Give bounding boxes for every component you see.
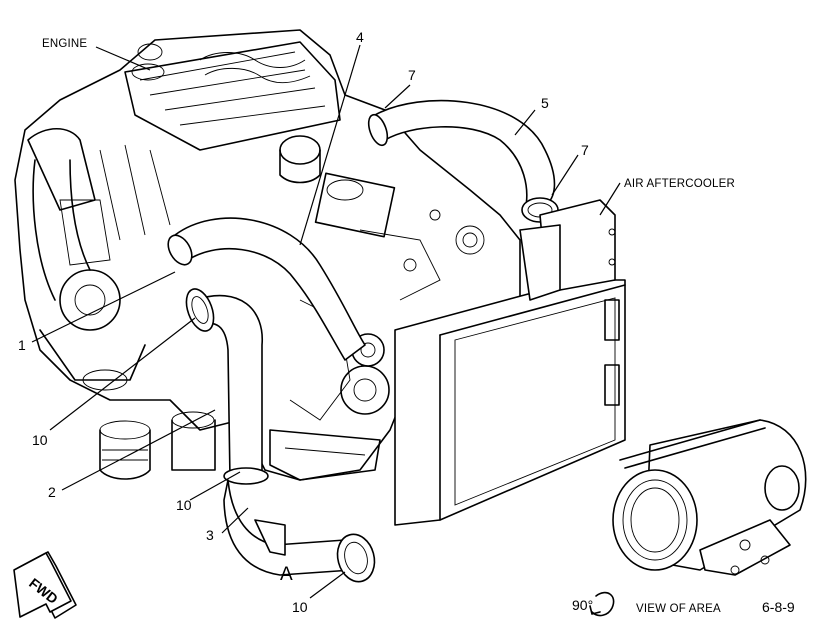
- callout-labels: ENGINE AIR AFTERCOOLER 4 7 5 7 1 10 2 10…: [18, 29, 795, 615]
- callout-3: 3: [206, 527, 214, 543]
- air-aftercooler-label: AIR AFTERCOOLER: [624, 178, 735, 190]
- callout-7-right: 7: [581, 142, 589, 158]
- leader-lines: [31, 44, 621, 599]
- rotation-label: 90°: [572, 597, 593, 613]
- engine-label: ENGINE: [42, 38, 87, 50]
- view-of-area-label: VIEW OF AREA: [636, 603, 721, 615]
- callout-10-mid: 10: [176, 497, 192, 513]
- air-aftercooler: [394, 199, 626, 526]
- forward-arrow: FWD: [13, 551, 77, 619]
- callout-1: 1: [18, 337, 26, 353]
- inset-view-a: [612, 419, 807, 576]
- view-letter-a: A: [280, 564, 293, 585]
- callout-10-bottom: 10: [292, 599, 308, 615]
- callout-2: 2: [48, 484, 56, 500]
- callout-10-left: 10: [32, 432, 48, 448]
- figure-id: 6-8-9: [762, 599, 795, 615]
- callout-4: 4: [356, 29, 364, 45]
- elbow-tube-3: [185, 288, 376, 583]
- rotation-indicator: [589, 591, 615, 617]
- callout-5: 5: [541, 95, 549, 111]
- intake-tube-4: [167, 217, 366, 361]
- callout-7-top: 7: [408, 67, 416, 83]
